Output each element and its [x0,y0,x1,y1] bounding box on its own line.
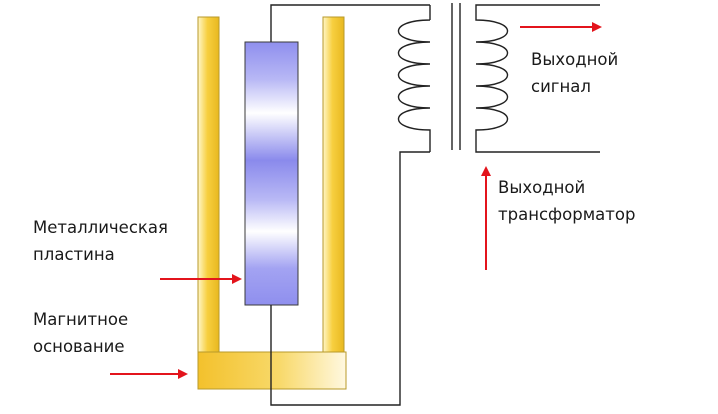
output-signal-label: Выходной сигнал [531,46,618,100]
primary-coil-icon [398,5,431,152]
output-transformer-label: Выходной трансформатор [498,174,635,228]
magnetic-base-line-2: основание [33,337,125,356]
output-transformer-line-1: Выходной [498,178,586,197]
wire-plate-top [270,4,430,42]
magnetic-base-line-1: Магнитное [33,310,129,329]
magnetic-base [197,351,347,390]
wire-plate-bottom [270,151,430,406]
magnetic-base-label: Магнитное основание [33,306,128,360]
left-pole [197,16,220,358]
output-signal-line-1: Выходной [531,50,619,69]
metal-plate-line-1: Металлическая [33,218,168,237]
secondary-coil-icon [475,4,600,153]
output-transformer-line-2: трансформатор [498,205,636,224]
metal-plate-line-2: пластина [33,245,115,264]
metal-plate-label: Металлическая пластина [33,214,168,268]
output-signal-line-2: сигнал [531,77,591,96]
right-pole [322,16,345,358]
metal-plate [244,41,299,306]
